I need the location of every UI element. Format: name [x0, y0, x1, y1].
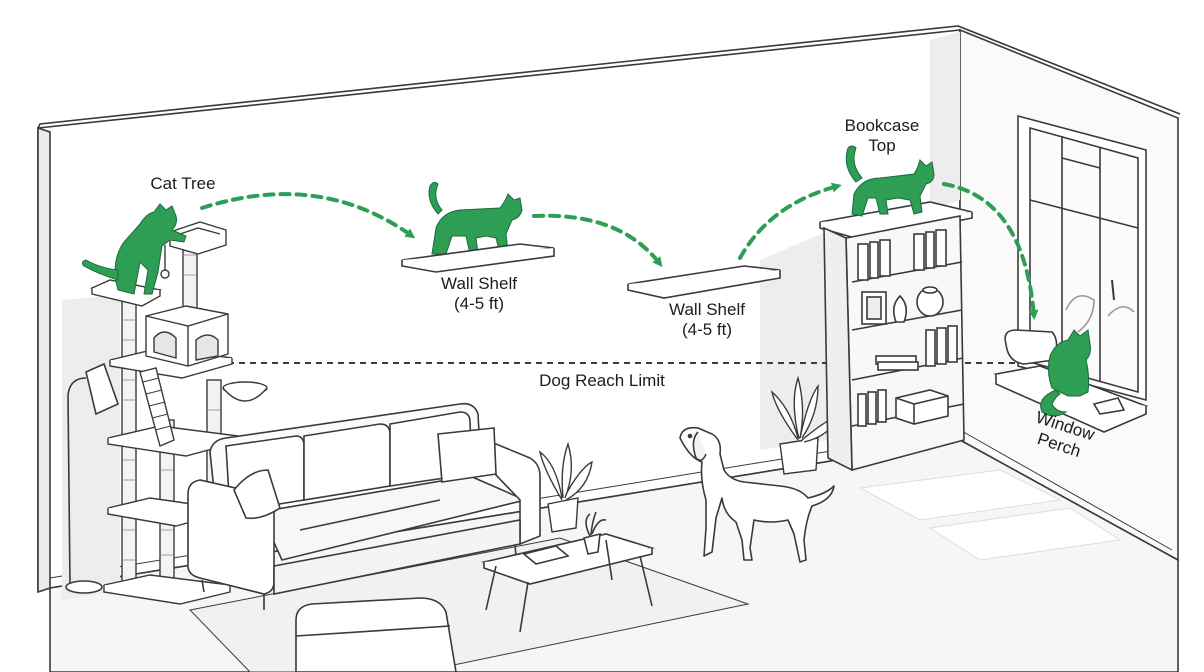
bookcase-top-label-line1: Bookcase — [820, 116, 944, 136]
wall-shelf-2-label: Wall Shelf (4-5 ft) — [642, 300, 772, 340]
bookcase-top-label: Bookcase Top — [820, 116, 944, 156]
ottoman — [296, 598, 456, 672]
wall-shelf-1-label-line1: Wall Shelf — [414, 274, 544, 294]
wall-shelf-1-label: Wall Shelf (4-5 ft) — [414, 274, 544, 314]
left-wall-edge — [38, 128, 50, 592]
wall-shelf-2-label-line1: Wall Shelf — [642, 300, 772, 320]
cat-tree-label: Cat Tree — [128, 174, 238, 194]
dog-reach-limit-label: Dog Reach Limit — [502, 371, 702, 391]
bookcase-top-label-line2: Top — [820, 136, 944, 156]
wall-shelf-1-label-line2: (4-5 ft) — [414, 294, 544, 314]
wall-shelf-2-label-line2: (4-5 ft) — [642, 320, 772, 340]
